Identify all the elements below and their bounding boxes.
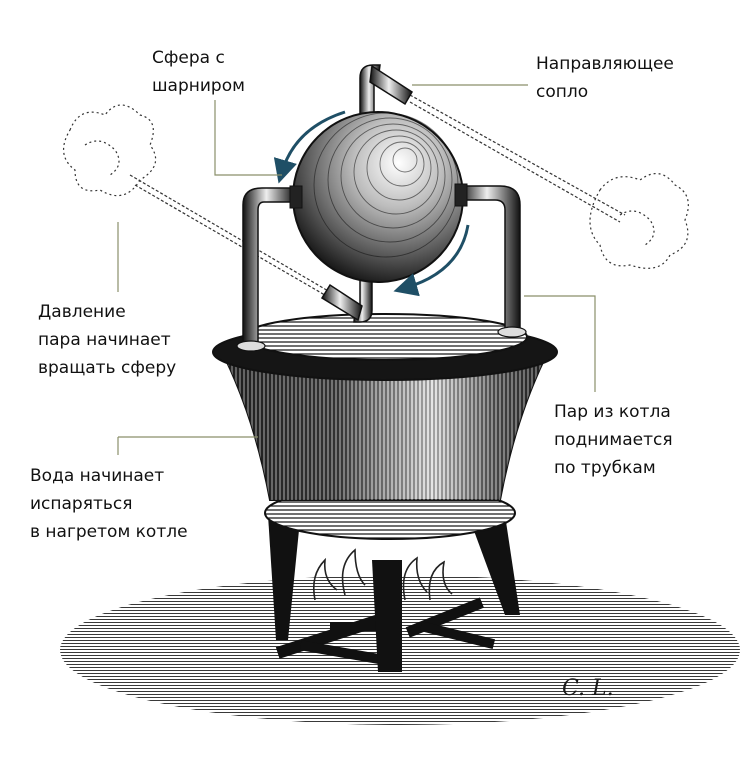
leader-steam [524, 295, 596, 392]
label-water-evaporates: Вода начинает испаряться в нагретом котл… [30, 462, 188, 546]
label-line: вращать сферу [38, 358, 177, 378]
label-line: испаряться [30, 494, 133, 514]
label-line: Давление [38, 302, 126, 322]
label-line: по трубкам [554, 458, 656, 478]
boiler [212, 313, 558, 501]
leader-sphere [214, 100, 282, 176]
firewood [275, 597, 496, 666]
label-steam-rises: Пар из котла поднимается по трубкам [554, 398, 673, 482]
right-support-pipe [459, 185, 527, 338]
rotation-arrow-top [273, 110, 346, 184]
label-sphere-hinge: Сфера с шарниром [152, 44, 245, 100]
label-line: поднимается [554, 430, 673, 450]
label-line: Вода начинает [30, 466, 165, 486]
sphere [289, 111, 468, 283]
steam-puff-left [63, 104, 157, 197]
label-line: Пар из котла [554, 402, 671, 422]
leader-lines [117, 84, 596, 455]
rotation-arrow-bottom [393, 224, 470, 297]
label-line: Направляющее [536, 54, 674, 74]
label-steam-pressure: Давление пара начинает вращать сферу [38, 298, 176, 382]
label-line: Сфера с [152, 48, 225, 68]
label-line: в нагретом котле [30, 522, 188, 542]
steam-jet-left [129, 174, 331, 299]
steam-jet-right [409, 94, 626, 223]
fire [312, 548, 453, 601]
label-guide-nozzle: Направляющее сопло [536, 50, 674, 106]
label-line: шарниром [152, 76, 245, 96]
label-line: сопло [536, 82, 589, 102]
label-line: пара начинает [38, 330, 171, 350]
steam-puff-right [589, 173, 689, 269]
artist-signature: C. L. [562, 676, 614, 701]
